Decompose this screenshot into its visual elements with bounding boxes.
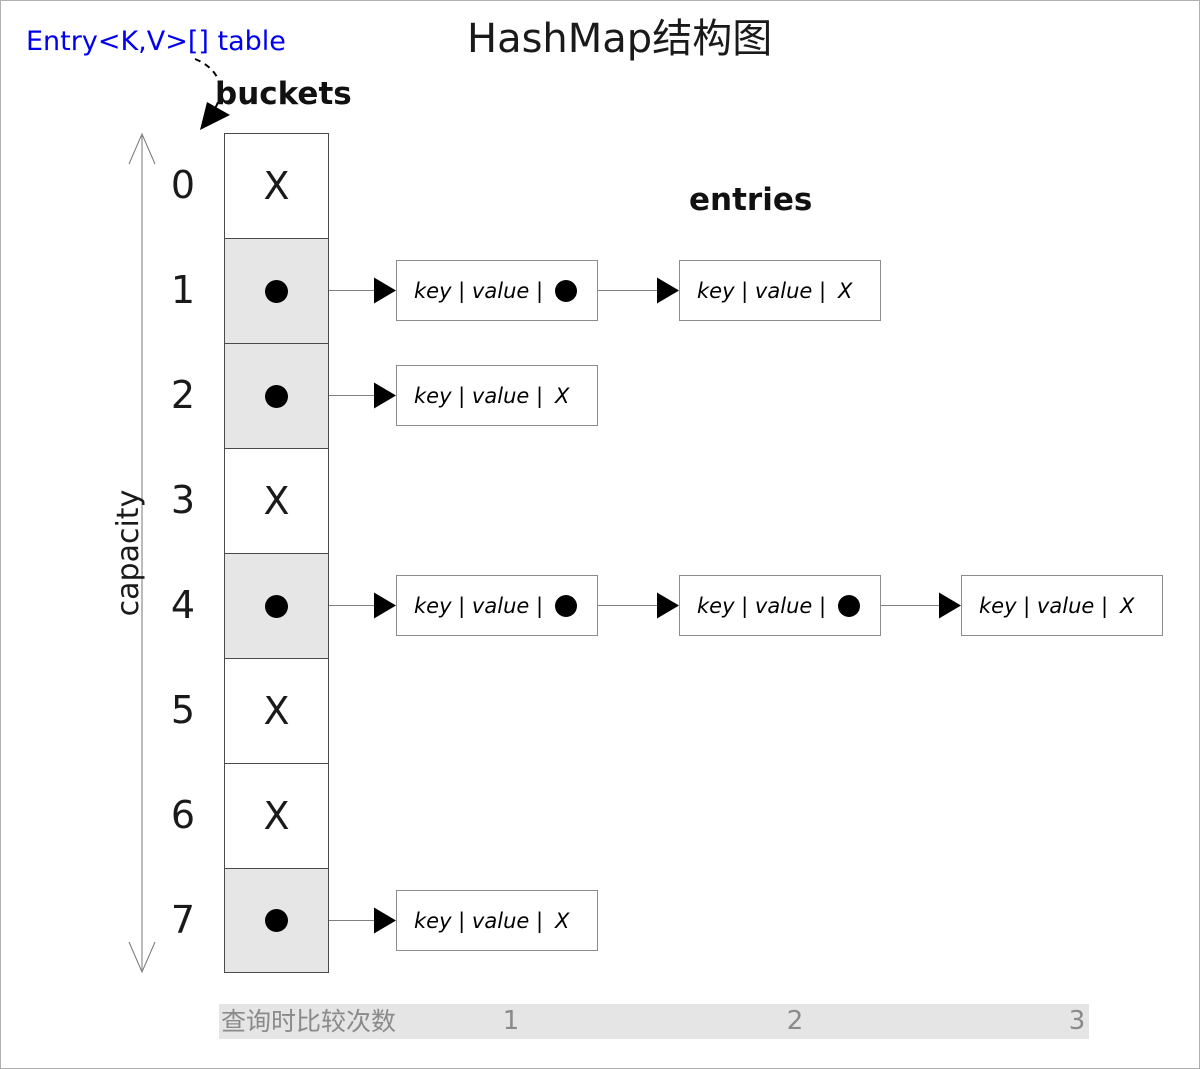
chain-arrowhead (939, 592, 961, 619)
entry-text: key | value | (979, 593, 1109, 618)
entry-box-4-2: key | value | X (961, 575, 1163, 636)
entry-box-1-1: key | value | X (679, 260, 881, 321)
comparison-count-2: 2 (786, 1006, 804, 1036)
chain-arrowhead (657, 277, 679, 304)
entry-text: key | value | (414, 593, 544, 618)
bucket-cell-2 (225, 344, 328, 449)
entry-text: key | value | (414, 278, 544, 303)
comparison-count-label: 查询时比较次数 (221, 1007, 397, 1036)
bucket-index-0: 0 (170, 163, 195, 207)
entries-label: entries (689, 182, 813, 218)
next-pointer-dot (265, 279, 288, 303)
null-marker: X (263, 164, 290, 208)
entry-box-7-0: key | value | X (396, 890, 598, 951)
bucket-index-5: 5 (170, 688, 195, 732)
entry-next-pointer-dot (555, 594, 578, 617)
chain-arrowhead (374, 382, 396, 409)
bucket-index-2: 2 (170, 373, 195, 417)
bucket-cell-5: X (225, 659, 328, 764)
entry-text: key | value | (697, 278, 827, 303)
bucket-index-7: 7 (170, 898, 195, 942)
entry-box-2-0: key | value | X (396, 365, 598, 426)
bucket-index-4: 4 (170, 583, 195, 627)
next-pointer-dot (265, 594, 288, 618)
entry-null-marker: X (1120, 593, 1135, 618)
bucket-array: X X X X (224, 133, 329, 973)
null-marker: X (263, 689, 290, 733)
null-marker: X (263, 479, 290, 523)
bucket-cell-7 (225, 869, 328, 972)
array-type-label: Entry<K,V>[] table (26, 26, 286, 57)
bucket-cell-0: X (225, 134, 328, 239)
bucket-cell-6: X (225, 764, 328, 869)
buckets-label: buckets (215, 76, 352, 112)
chain-arrowhead (374, 277, 396, 304)
bucket-index-6: 6 (170, 793, 195, 837)
next-pointer-dot (265, 909, 288, 932)
chain-arrowhead (374, 592, 396, 619)
null-marker: X (263, 794, 290, 838)
entry-null-marker: X (838, 278, 853, 303)
chain-arrowhead (657, 592, 679, 619)
entry-box-4-0: key | value | (396, 575, 598, 636)
comparison-count-3: 3 (1068, 1006, 1086, 1036)
next-pointer-dot (265, 384, 288, 408)
entry-next-pointer-dot (838, 594, 861, 617)
entry-null-marker: X (555, 383, 570, 408)
bucket-index-1: 1 (170, 268, 195, 312)
entry-text: key | value | (414, 383, 544, 408)
chain-arrowhead (374, 907, 396, 934)
bucket-cell-4 (225, 554, 328, 659)
bucket-index-3: 3 (170, 478, 195, 522)
comparison-count-bar: 查询时比较次数 (219, 1004, 1089, 1039)
bucket-cell-3: X (225, 449, 328, 554)
entry-next-pointer-dot (555, 279, 578, 302)
bucket-cell-1 (225, 239, 328, 344)
entry-box-4-1: key | value | (679, 575, 881, 636)
entry-null-marker: X (555, 908, 570, 933)
comparison-count-1: 1 (502, 1006, 520, 1036)
page-title: HashMap结构图 (467, 16, 773, 62)
entry-text: key | value | (697, 593, 827, 618)
entry-text: key | value | (414, 908, 544, 933)
entry-box-1-0: key | value | (396, 260, 598, 321)
